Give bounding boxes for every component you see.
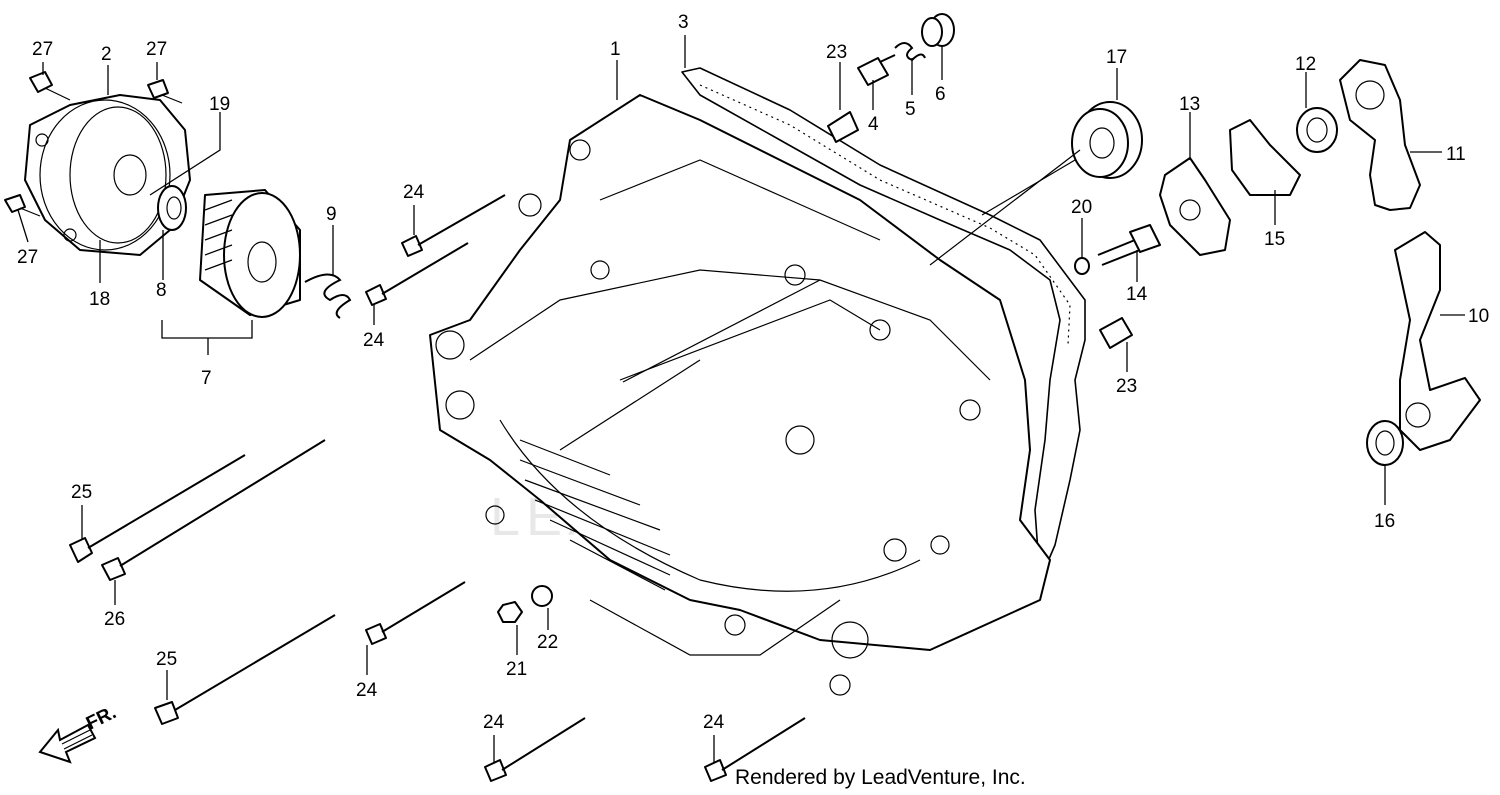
spring-part-9 [304, 273, 352, 319]
leader-lines [17, 35, 1465, 762]
callout-24: 24 [403, 182, 425, 203]
callout-21: 21 [506, 659, 527, 680]
callout-3: 3 [678, 12, 689, 33]
nut-part-21 [497, 601, 523, 623]
shaft-part-14 [1097, 224, 1161, 266]
callout-26: 26 [104, 609, 125, 630]
washer-part-16 [1366, 420, 1404, 466]
arrow-left-icon [38, 723, 97, 764]
credit-text: Rendered by LeadVenture, Inc. [735, 766, 1026, 789]
callout-12: 12 [1295, 54, 1316, 75]
arm-part-11 [1339, 59, 1421, 211]
callout-1: 1 [610, 39, 621, 60]
callout-labels: 1 2 3 4 5 6 7 8 9 10 11 12 13 14 15 16 1… [17, 12, 1489, 733]
plug-part-6 [921, 13, 955, 47]
callout-27-b: 27 [146, 39, 167, 60]
valve-part-4 [857, 57, 889, 86]
callout-14: 14 [1126, 284, 1148, 305]
callout-17: 17 [1106, 47, 1127, 68]
callout-9: 9 [326, 204, 337, 225]
callout-16: 16 [1374, 511, 1395, 532]
lever-part-10 [1394, 231, 1481, 451]
callout-24-b: 24 [363, 330, 385, 351]
callout-20: 20 [1071, 197, 1092, 218]
callout-24-e: 24 [703, 712, 725, 733]
callout-4: 4 [868, 114, 879, 135]
bolt-part-27 [4, 71, 183, 217]
callout-19: 19 [209, 94, 230, 115]
callout-23-lower: 23 [1116, 376, 1137, 397]
seal-part-8 [157, 185, 187, 231]
callout-25-b: 25 [156, 649, 177, 670]
dowel-pin-part-23-lower [1099, 317, 1133, 349]
callout-15: 15 [1264, 229, 1285, 250]
callout-27: 27 [32, 39, 53, 60]
dowel-pin-part-23 [827, 111, 859, 143]
spring-part-12 [1296, 107, 1338, 153]
front-direction-marker: FR. [38, 702, 120, 764]
callout-24-c: 24 [356, 680, 378, 701]
callout-10: 10 [1468, 306, 1489, 327]
washer-part-22 [531, 585, 553, 607]
callout-23: 23 [826, 42, 847, 63]
callout-13: 13 [1179, 94, 1200, 115]
long-bolt-part-26 [101, 439, 326, 581]
long-bolt-part-25 [69, 454, 336, 725]
oil-filter-part-7 [199, 189, 301, 318]
bolt-part-24 [365, 194, 806, 782]
callout-2: 2 [101, 44, 112, 65]
callout-8: 8 [156, 280, 167, 301]
bearing-part-17 [1071, 101, 1143, 179]
callout-6: 6 [935, 84, 946, 105]
cam-plate-part-15 [1229, 119, 1301, 196]
callout-27-c: 27 [17, 247, 38, 268]
filter-cover-part-2 [24, 94, 191, 256]
callout-7: 7 [201, 368, 212, 389]
callout-22: 22 [537, 632, 558, 653]
crankcase-cover-part-1 [429, 94, 1051, 696]
callout-24-d: 24 [483, 712, 505, 733]
callout-18: 18 [89, 289, 110, 310]
callout-25: 25 [71, 482, 92, 503]
washer-part-20 [1074, 257, 1090, 275]
plate-part-13 [1159, 157, 1231, 256]
spring-part-5 [894, 42, 926, 62]
callout-11: 11 [1446, 144, 1466, 165]
callout-5: 5 [905, 99, 916, 120]
